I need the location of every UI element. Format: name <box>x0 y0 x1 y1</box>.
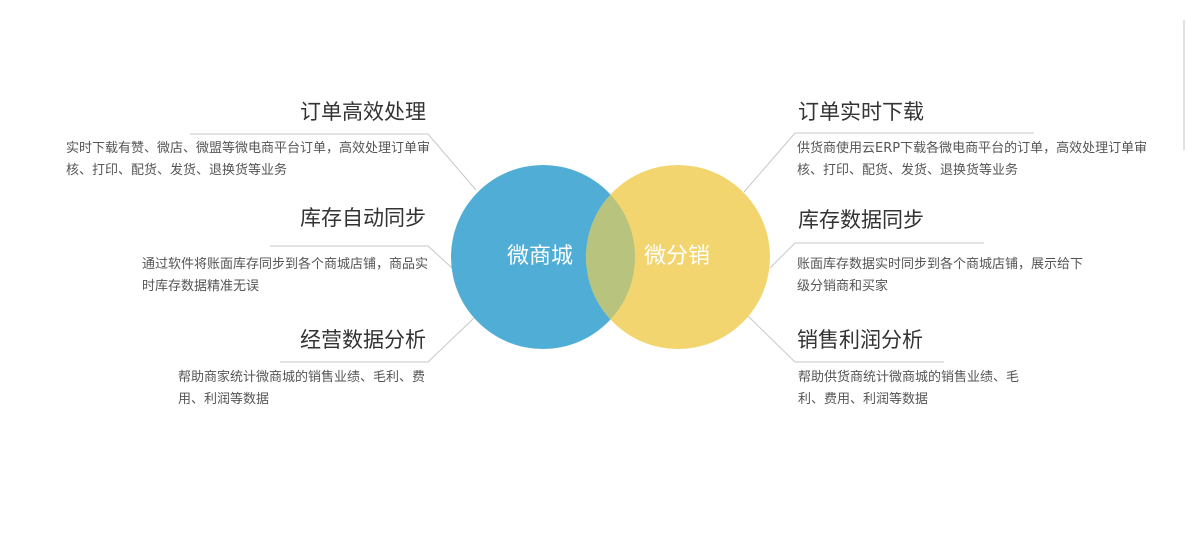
feature-title-right-2: 库存数据同步 <box>798 208 924 232</box>
feature-desc-right-2: 账面库存数据实时同步到各个商城店铺，展示给下级分销商和买家 <box>797 257 1084 294</box>
feature-title-left-3: 经营数据分析 <box>300 328 426 352</box>
connector-line-right-1 <box>743 132 1034 193</box>
feature-desc-right-1: 供货商使用云ERP下载各微电商平台的订单，高效处理订单审核、打印、配货、发货、退… <box>797 141 1148 178</box>
connector-line-left-1 <box>190 133 477 191</box>
connector-line-right-3 <box>747 315 944 363</box>
circle-label-weishangcheng: 微商城 <box>507 244 574 269</box>
feature-desc-left-2: 通过软件将账面库存同步到各个商城店铺，商品实时库存数据精准无误 <box>142 257 429 294</box>
feature-desc-left-3: 帮助商家统计微商城的销售业绩、毛利、费用、利润等数据 <box>178 370 426 407</box>
page-edge-divider <box>1183 20 1185 150</box>
connector-line-left-2 <box>270 245 453 269</box>
circle-weishangcheng <box>451 165 635 349</box>
feature-title-right-3: 销售利润分析 <box>797 328 923 352</box>
feature-title-left-2: 库存自动同步 <box>300 206 426 230</box>
feature-desc-right-3: 帮助供货商统计微商城的销售业绩、毛利、费用、利润等数据 <box>798 370 1020 407</box>
feature-title-right-1: 订单实时下载 <box>798 100 924 124</box>
feature-title-left-1: 订单高效处理 <box>300 100 426 124</box>
connector-line-right-2 <box>769 242 984 269</box>
feature-desc-left-1: 实时下载有赞、微店、微盟等微电商平台订单，高效处理订单审核、打印、配货、发货、退… <box>66 141 431 178</box>
connector-line-left-3 <box>280 317 475 363</box>
circle-label-weifenxiao: 微分销 <box>644 244 711 269</box>
circle-weifenxiao <box>586 165 770 349</box>
